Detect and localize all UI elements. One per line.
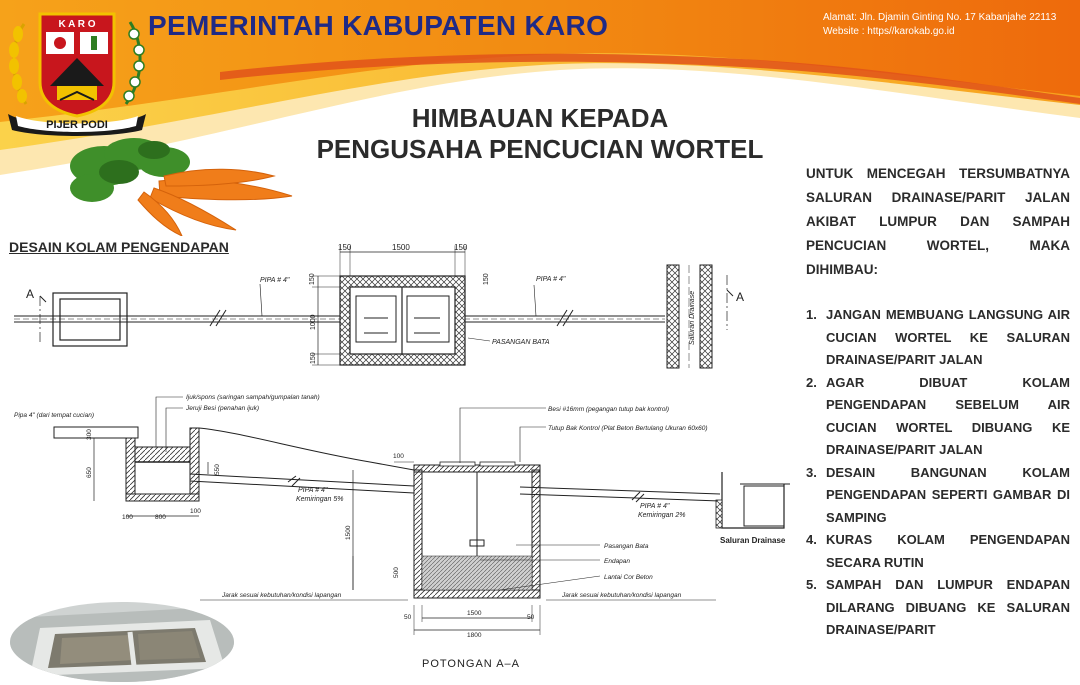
item-number: 3. [806, 464, 817, 480]
plan-view-labels: A A 150 1500 150 150 1000 150 150 PIPA #… [26, 243, 744, 364]
header-background [0, 0, 1080, 175]
rice-stalk-icon [9, 23, 28, 105]
list-item: 3. DESAIN BANGUNAN KOLAM PENGENDAPAN SEPE… [806, 462, 1070, 530]
svg-text:Lantai Cor Beton: Lantai Cor Beton [604, 574, 653, 581]
svg-text:A: A [26, 287, 34, 301]
carrot-image [70, 138, 293, 236]
list-item: 5. SAMPAH DAN LUMPUR ENDAPAN DILARANG DIB… [806, 574, 1070, 642]
svg-text:Jeruji Besi (penahan ijuk): Jeruji Besi (penahan ijuk) [185, 405, 259, 412]
item-text: JANGAN MEMBUANG LANGSUNG AIR CUCIAN WORT… [826, 307, 1070, 367]
svg-text:800: 800 [155, 514, 166, 521]
svg-text:PIPA # 4": PIPA # 4" [260, 277, 290, 284]
svg-text:1500: 1500 [345, 525, 352, 540]
list-item: 2. AGAR DIBUAT KOLAM PENGENDAPAN SEBELUM … [806, 372, 1070, 462]
svg-text:PASANGAN BATA: PASANGAN BATA [492, 339, 550, 346]
svg-text:100: 100 [122, 514, 133, 521]
svg-text:Ijuk/spons (saringan sampah/gu: Ijuk/spons (saringan sampah/gumpalan tan… [186, 394, 320, 401]
svg-text:Kemiringan 2%: Kemiringan 2% [638, 512, 685, 519]
svg-text:1800: 1800 [467, 632, 482, 639]
svg-text:50: 50 [527, 614, 535, 621]
contact-info: Alamat: Jln. Djamin Ginting No. 17 Kaban… [823, 11, 1056, 39]
svg-text:POTONGAN A–A: POTONGAN A–A [422, 658, 520, 670]
svg-text:150: 150 [338, 243, 352, 252]
svg-text:1500: 1500 [467, 610, 482, 617]
government-title: PEMERINTAH KABUPATEN KARO [148, 10, 609, 41]
logo-motto-text: PIJER PODI [46, 119, 108, 131]
svg-text:650: 650 [86, 467, 93, 478]
headline-line-1: HIMBAUAN KEPADA [411, 103, 669, 133]
section-view-labels: Pipa 4" (dari tempat cucian) Ijuk/spons … [14, 394, 786, 670]
svg-text:PIPA # 4": PIPA # 4" [536, 276, 566, 283]
svg-text:500: 500 [393, 567, 400, 578]
item-text: DESAIN BANGUNAN KOLAM PENGENDAPAN SEPERT… [826, 464, 1070, 525]
item-number: 4. [806, 532, 817, 547]
svg-text:150: 150 [309, 273, 316, 285]
svg-text:150: 150 [310, 352, 317, 364]
svg-text:300: 300 [86, 429, 93, 440]
knife-icon [91, 36, 97, 50]
section-view [53, 396, 790, 635]
svg-text:50: 50 [404, 614, 412, 621]
item-number: 2. [806, 374, 817, 390]
pond-photo [10, 602, 234, 682]
plan-view [14, 246, 734, 369]
traditional-house-icon [50, 58, 104, 86]
cotton-stalk-icon [123, 21, 145, 105]
karo-logo: K A R O PIJER PODI [8, 12, 146, 136]
appeal-intro: UNTUK MENCEGAH TERSUMBATNYA SALURAN DRAI… [806, 166, 1070, 277]
list-item: 4. KURAS KOLAM PENGENDAPAN SECARA RUTIN [806, 529, 1070, 574]
sedimentation-pond-drawing: A A 150 1500 150 150 1000 150 150 PIPA #… [14, 243, 790, 670]
svg-text:Tutup Bak Kontrol (Plat Beton: Tutup Bak Kontrol (Plat Beton Bertulang … [548, 425, 708, 432]
svg-text:A: A [736, 290, 744, 304]
item-text: AGAR DIBUAT KOLAM PENGENDAPAN SEBELUM AI… [826, 374, 1070, 458]
design-section-title: DESAIN KOLAM PENGENDAPAN [9, 239, 229, 255]
svg-text:1000: 1000 [310, 314, 317, 330]
svg-text:Kemiringan 5%: Kemiringan 5% [296, 496, 343, 503]
website-text: Website : https//karokab.go.id [823, 26, 955, 37]
address-text: Alamat: Jln. Djamin Ginting No. 17 Kaban… [823, 12, 1057, 23]
appeal-text: UNTUK MENCEGAH TERSUMBATNYA SALURAN DRAI… [806, 162, 1070, 642]
svg-text:PIPA # 4": PIPA # 4" [298, 487, 328, 494]
svg-text:Jarak sesuai kebutuhan/kondisi: Jarak sesuai kebutuhan/kondisi lapangan [221, 592, 342, 599]
svg-text:Endapan: Endapan [604, 558, 630, 565]
headline: HIMBAUAN KEPADA PENGUSAHA PENCUCIAN WORT… [290, 103, 790, 165]
svg-text:100: 100 [190, 508, 201, 515]
svg-text:1500: 1500 [392, 243, 410, 252]
list-item: 1. JANGAN MEMBUANG LANGSUNG AIR CUCIAN WO… [806, 304, 1070, 372]
svg-text:Pipa 4" (dari tempat cucian): Pipa 4" (dari tempat cucian) [14, 412, 94, 419]
svg-text:100: 100 [393, 453, 404, 460]
item-text: KURAS KOLAM PENGENDAPAN SECARA RUTIN [826, 532, 1070, 570]
svg-text:PIPA # 4": PIPA # 4" [640, 503, 670, 510]
item-number: 5. [806, 577, 817, 592]
headline-line-2: PENGUSAHA PENCUCIAN WORTEL [316, 134, 764, 164]
svg-text:Saluran Drainase: Saluran Drainase [720, 536, 786, 545]
logo-top-text: K A R O [58, 19, 95, 30]
buffalo-icon [54, 37, 66, 49]
item-number: 1. [806, 307, 817, 322]
svg-text:150: 150 [483, 273, 490, 285]
svg-text:150: 150 [454, 243, 468, 252]
svg-text:550: 550 [214, 464, 221, 475]
instruction-list: 1. JANGAN MEMBUANG LANGSUNG AIR CUCIAN WO… [806, 304, 1070, 642]
item-text: SAMPAH DAN LUMPUR ENDAPAN DILARANG DIBUA… [826, 577, 1070, 637]
svg-text:Pasangan Bata: Pasangan Bata [604, 543, 649, 550]
svg-text:Jarak sesuai kebutuhan/kondisi: Jarak sesuai kebutuhan/kondisi lapangan [561, 592, 682, 599]
svg-text:Saluran Drainase: Saluran Drainase [689, 291, 696, 345]
svg-text:Besi #16mm (pegangan tutup bak: Besi #16mm (pegangan tutup bak kontrol) [548, 406, 669, 413]
